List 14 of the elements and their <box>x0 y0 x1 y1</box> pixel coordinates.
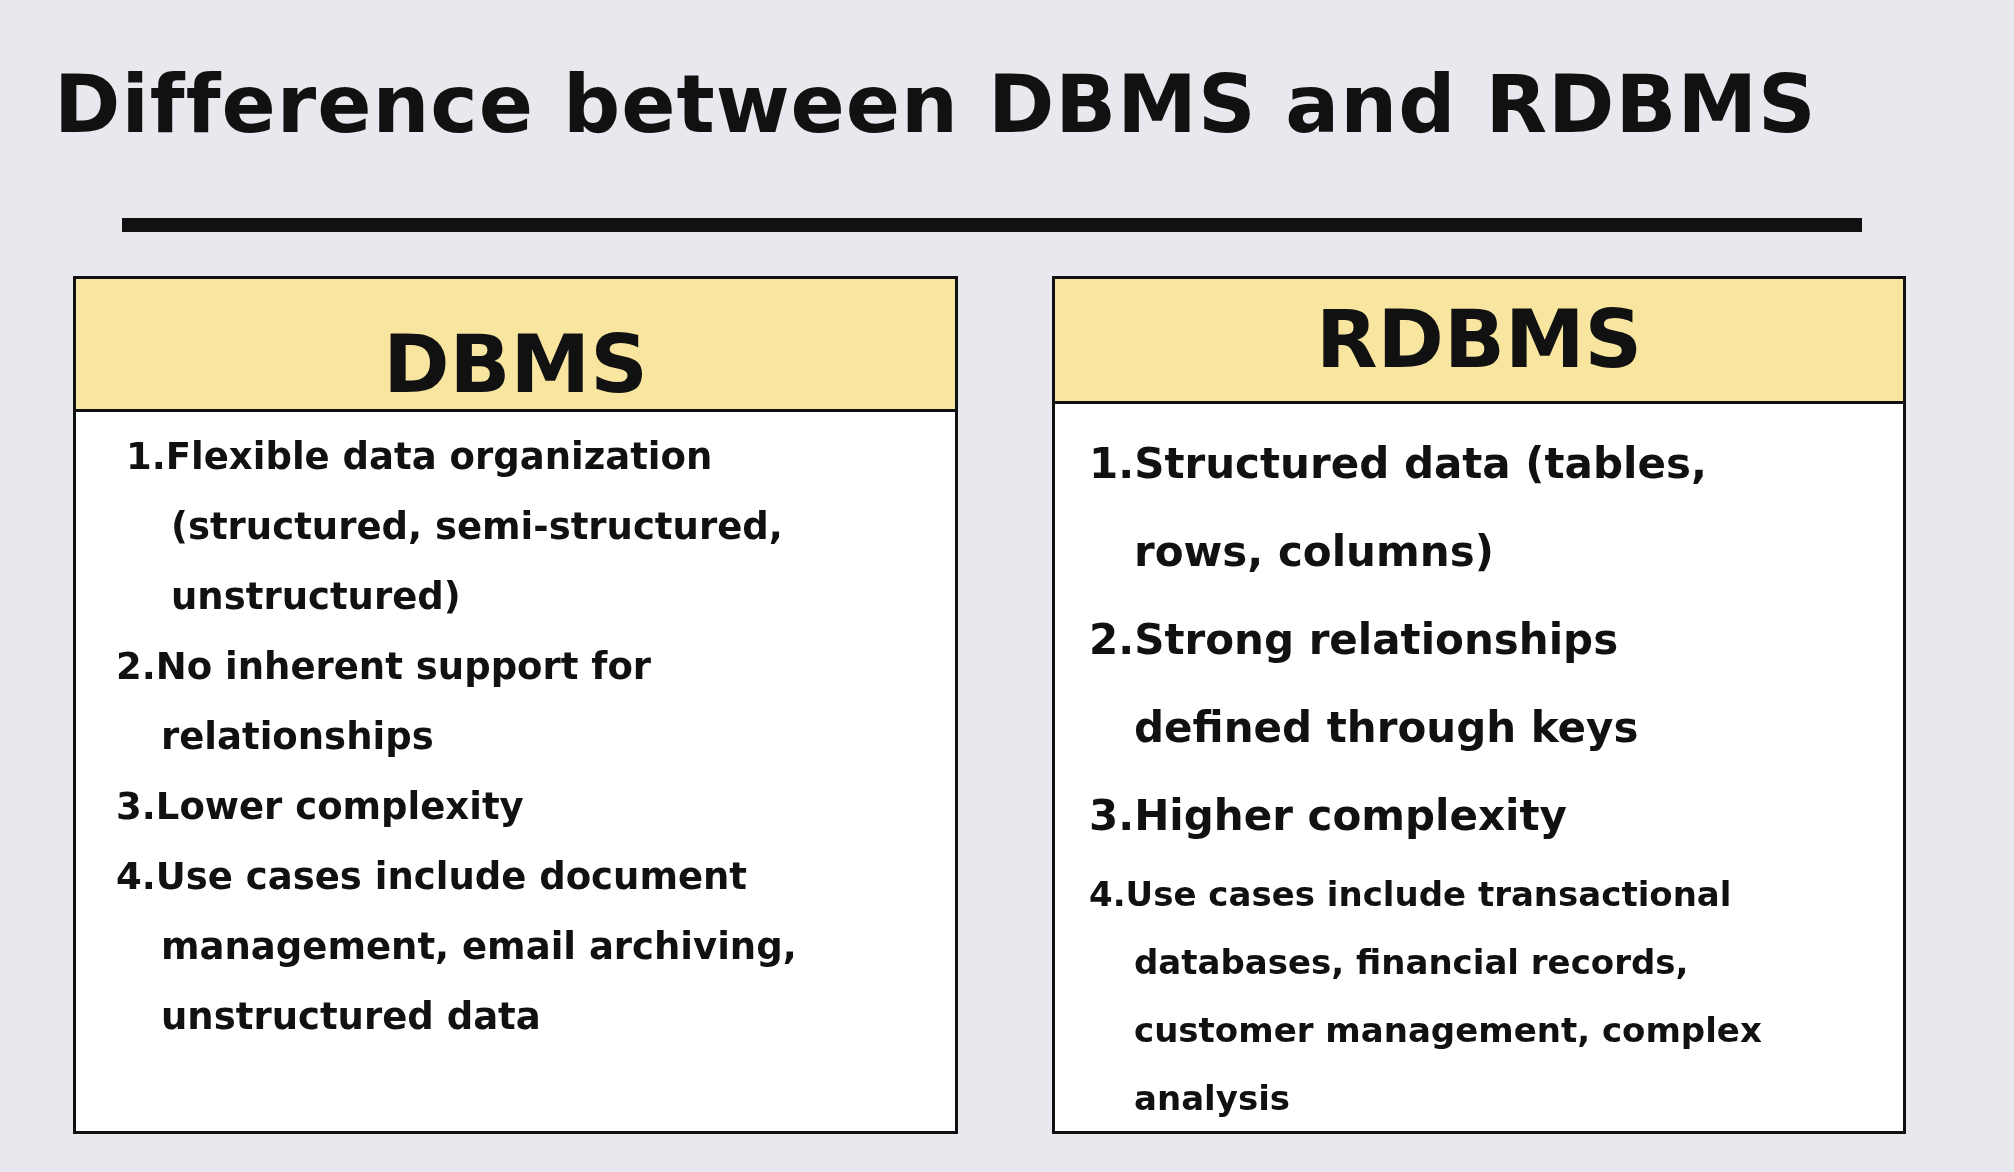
list-item: 3.Higher complexity <box>1089 790 1568 842</box>
card-heading: RDBMS <box>1315 296 1643 384</box>
list-item: 3.Lower complexity <box>116 784 525 830</box>
list-item: 4.Use cases include document management, email archiving, unstructured data <box>116 854 798 1040</box>
list-item: 1.Structured data (tables, rows, columns) <box>1089 438 1708 578</box>
card-heading: DBMS <box>383 321 648 409</box>
list-item: 2.No inherent support for relationships <box>116 644 653 760</box>
list-item: 1.Flexible data organization (structured, semi-structured, unstructured) <box>126 434 784 620</box>
comparison-card <box>1052 276 1906 1134</box>
comparison-card <box>73 276 958 1134</box>
page-title: Difference between DBMS and RDBMS <box>54 58 1817 151</box>
title-underline <box>122 218 1862 232</box>
list-item: 4.Use cases include transactional databases, financial records, customer management, complex analysis <box>1089 873 1763 1120</box>
list-item: 2.Strong relationships defined through keys <box>1089 614 1640 754</box>
